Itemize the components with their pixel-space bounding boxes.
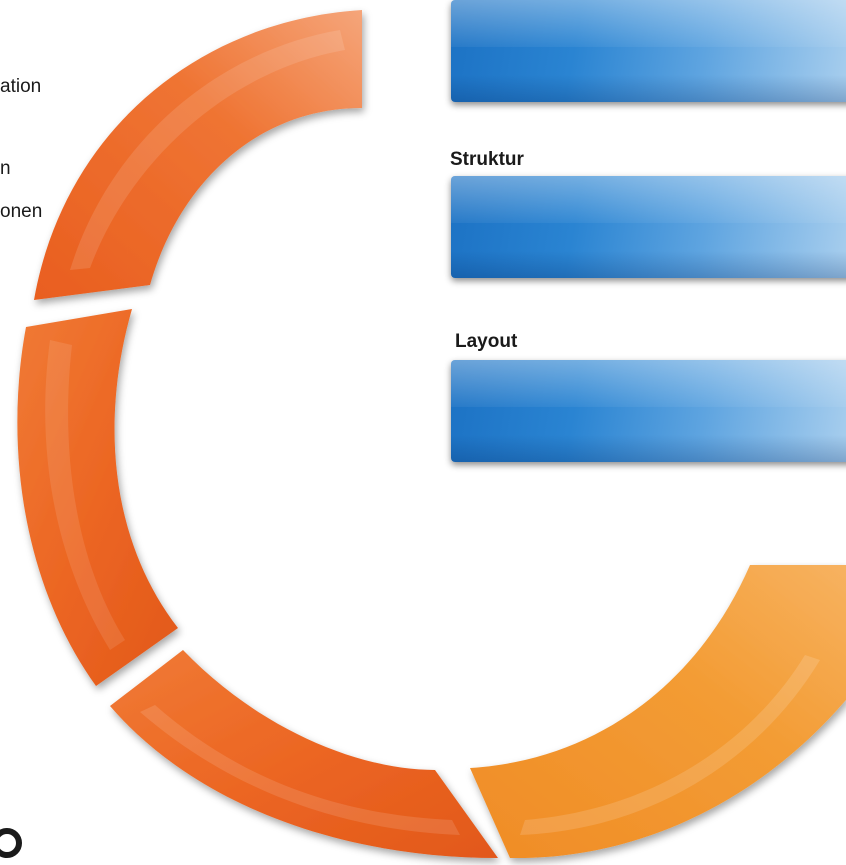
partial-glyph (0, 828, 22, 858)
ring-segment-left (17, 309, 178, 686)
left-label-1: ation (0, 76, 42, 97)
bar-3 (451, 360, 846, 462)
left-label-2: n (0, 158, 11, 179)
ring-highlight (45, 340, 125, 650)
ring-segment-bottom-right (470, 565, 846, 859)
bar-1 (451, 0, 846, 102)
bar-label-layout: Layout (455, 331, 518, 352)
ring-highlight (140, 705, 460, 835)
ring-segment-top-left (34, 10, 362, 300)
bar-label-struktur: Struktur (450, 149, 524, 170)
left-label-3: onen (0, 201, 43, 222)
bar-2 (451, 176, 846, 278)
ring-segment-bottom-left (110, 650, 498, 858)
ring-highlight (70, 30, 345, 270)
